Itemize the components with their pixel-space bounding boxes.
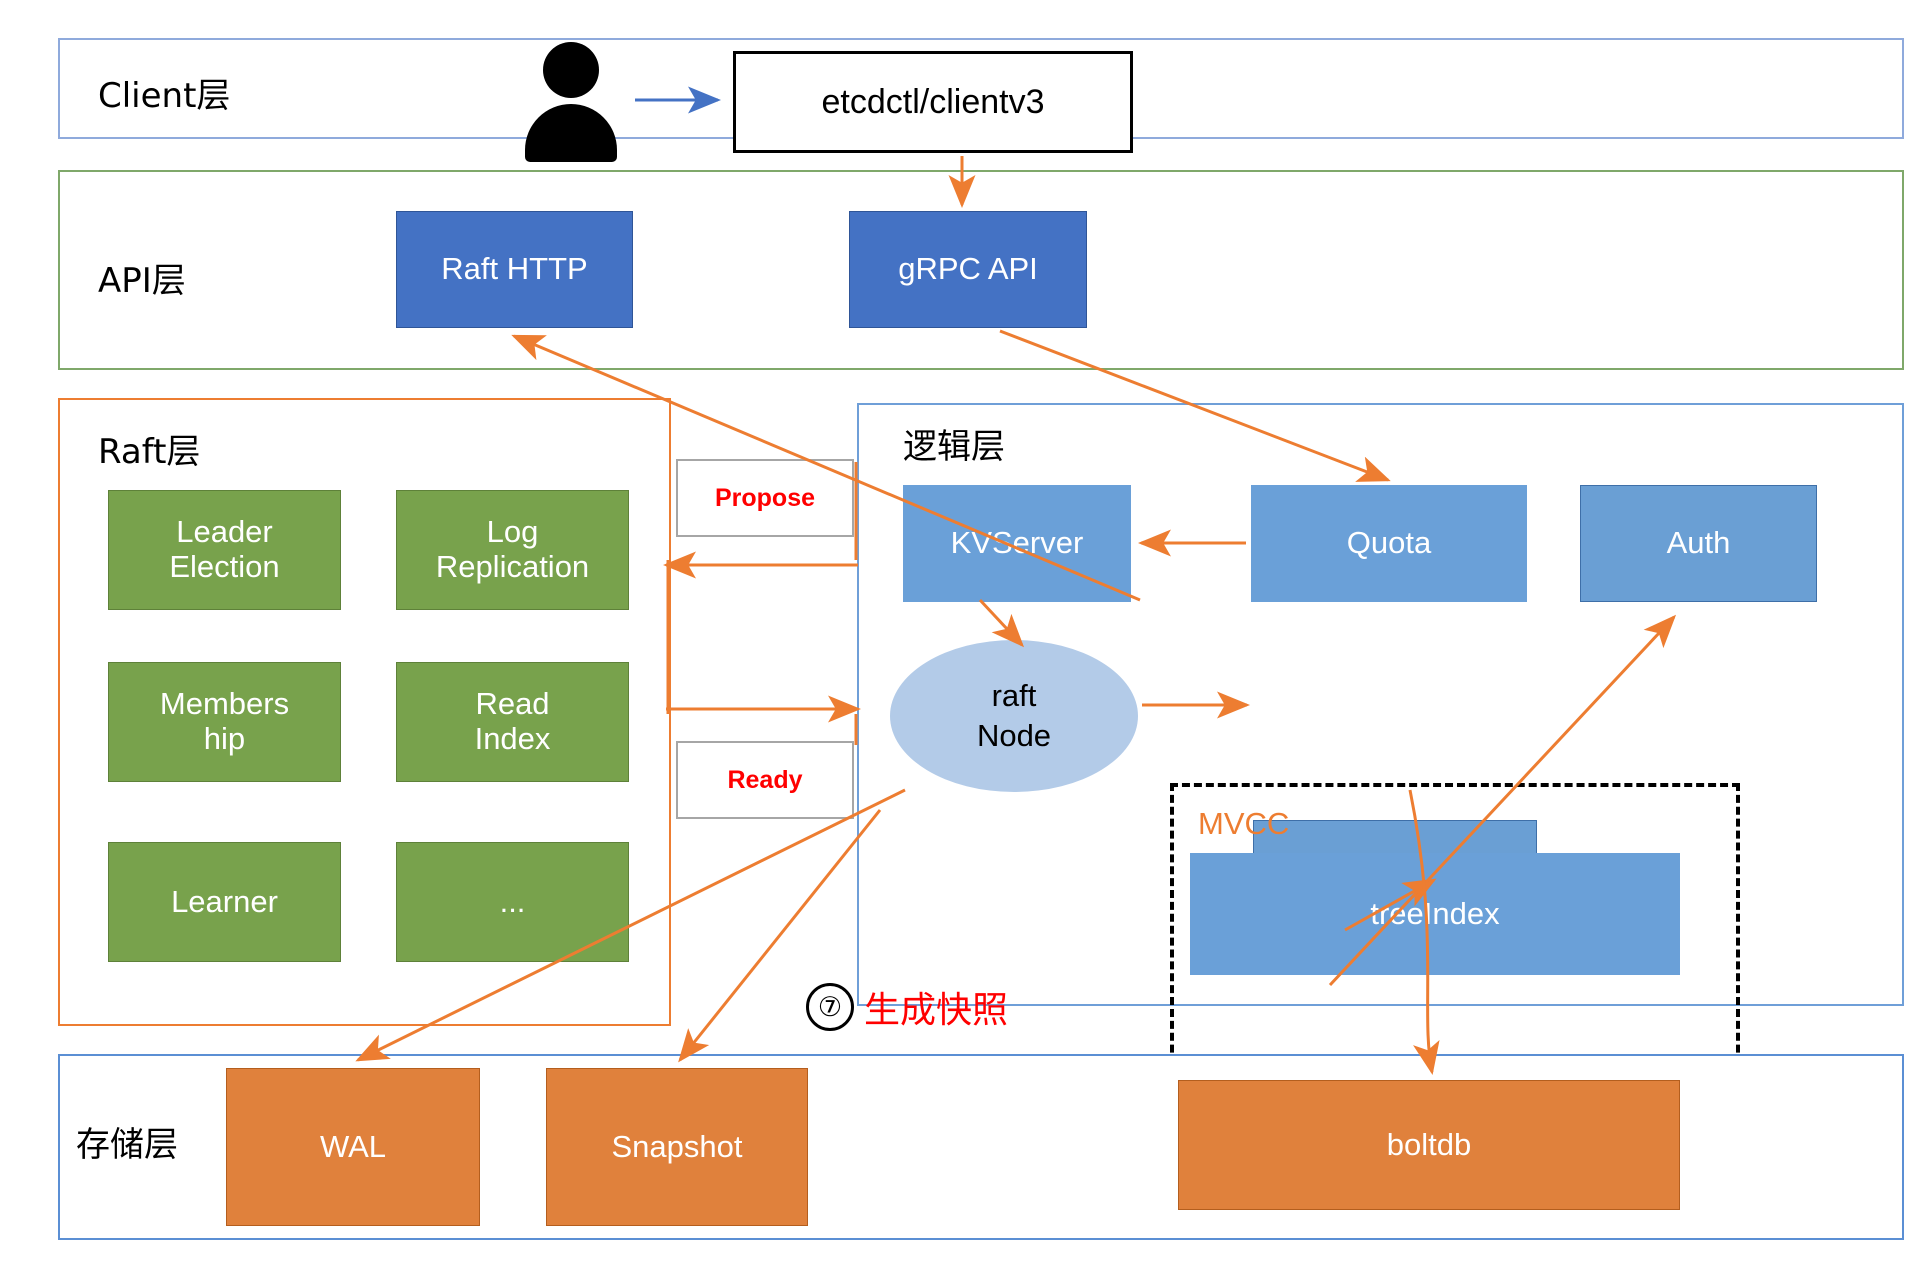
store-box-boltdb[interactable]: boltdb	[1178, 1080, 1680, 1210]
layer-store-title: 存储层	[76, 1125, 178, 1165]
annotation-number: ⑦	[806, 983, 854, 1031]
raft-module-more[interactable]: ...	[396, 842, 629, 962]
chip-propose: Propose	[676, 459, 854, 537]
raft-module-membership[interactable]: Members hip	[108, 662, 341, 782]
store-box-snapshot[interactable]: Snapshot	[546, 1068, 808, 1226]
raft-module-read-index[interactable]: Read Index	[396, 662, 629, 782]
api-box-raft-http[interactable]: Raft HTTP	[396, 211, 633, 328]
logic-raft-node[interactable]: raft Node	[890, 640, 1138, 792]
raft-module-log-replication[interactable]: Log Replication	[396, 490, 629, 610]
layer-api-title: API层	[98, 261, 186, 301]
chip-ready: Ready	[676, 741, 854, 819]
layer-raft-title: Raft层	[98, 432, 201, 472]
layer-client-title: Client层	[98, 76, 231, 116]
logic-box-auth[interactable]: Auth	[1580, 485, 1817, 602]
mvcc-box-treeindex[interactable]: treeIndex	[1190, 853, 1680, 975]
api-box-grpc-api[interactable]: gRPC API	[849, 211, 1087, 328]
store-box-wal[interactable]: WAL	[226, 1068, 480, 1226]
annotation-text: 生成快照	[864, 990, 1009, 1031]
raft-module-leader-election[interactable]: Leader Election	[108, 490, 341, 610]
client-box-etcdctl[interactable]: etcdctl/clientv3	[733, 51, 1133, 153]
raft-module-learner[interactable]: Learner	[108, 842, 341, 962]
logic-box-kvserver[interactable]: KVServer	[903, 485, 1131, 602]
mvcc-label: MVCC	[1198, 806, 1290, 841]
logic-box-quota[interactable]: Quota	[1251, 485, 1527, 602]
annotation-generate-snapshot: ⑦ 生成快照	[806, 981, 1008, 1033]
layer-logic-title: 逻辑层	[903, 427, 1005, 467]
person-icon	[525, 42, 617, 162]
